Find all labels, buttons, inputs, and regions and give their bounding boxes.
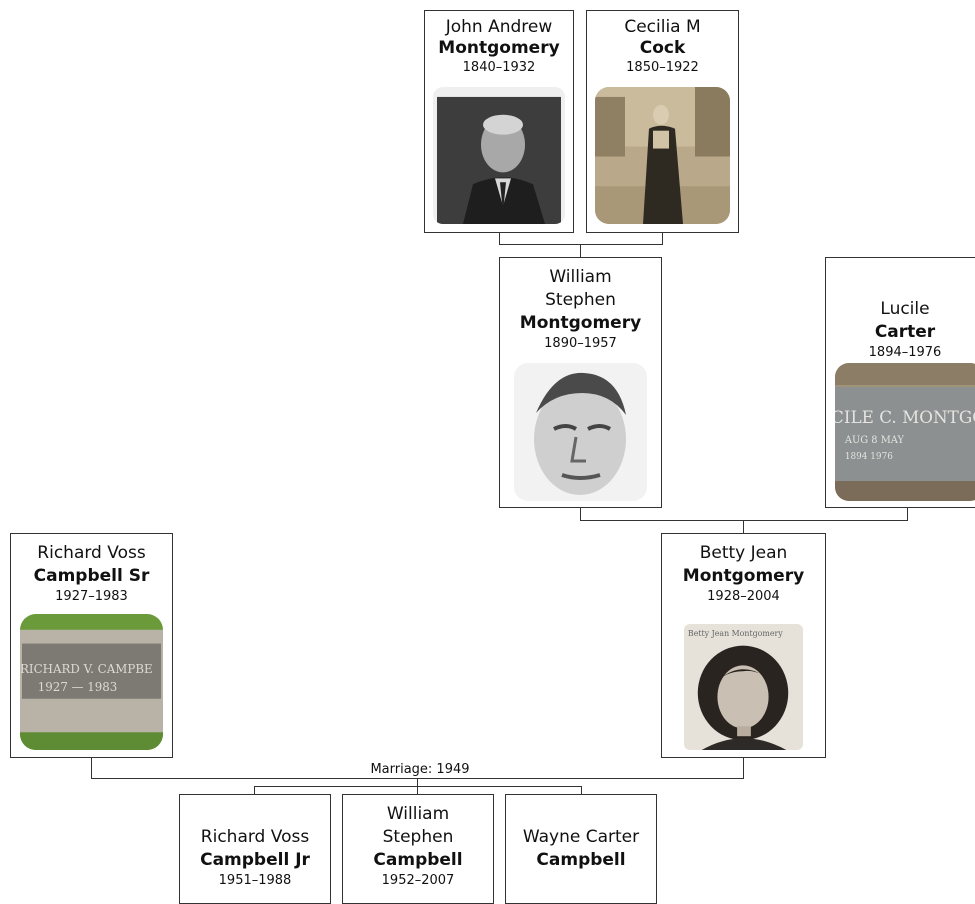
person-card-richard-voss-campbell-jr[interactable]: Richard Voss Campbell Jr 1951–1988 — [179, 794, 331, 904]
person-card-william-stephen-campbell[interactable]: William Stephen Campbell 1952–2007 — [342, 794, 494, 904]
person-card-cecilia-m-cock[interactable]: Cecilia M Cock 1850–1922 — [586, 10, 739, 233]
given-name: Lucile — [880, 299, 930, 319]
surname: Campbell Jr — [200, 850, 310, 870]
portrait-photo — [514, 363, 647, 501]
connector-to-william-sr — [580, 244, 581, 258]
given-name: William Stephen — [545, 267, 616, 310]
given-name: Betty Jean — [699, 543, 788, 563]
person-card-john-andrew-montgomery[interactable]: John Andrew Montgomery 1840–1932 — [424, 10, 574, 233]
life-dates: 1840–1932 — [462, 60, 536, 75]
connector-cecilia-down — [662, 232, 663, 244]
svg-text:CILE C. MONTGOM: CILE C. MONTGOM — [835, 407, 975, 427]
svg-text:1894 1976: 1894 1976 — [845, 452, 893, 462]
connector-child-3 — [581, 786, 582, 795]
person-card-betty-jean-montgomery[interactable]: Betty Jean Montgomery 1928–2004 Betty Je… — [661, 533, 826, 758]
person-card-wayne-carter-campbell[interactable]: Wayne Carter Campbell — [505, 794, 657, 904]
person-card-william-stephen-montgomery[interactable]: William Stephen Montgomery 1890–1957 — [499, 257, 662, 508]
grave-marker-photo: RICHARD V. CAMPBE 1927 — 1983 — [20, 614, 163, 750]
connector-betty-down — [743, 757, 744, 778]
surname: Cock — [639, 38, 686, 58]
connector-lucile-down — [907, 507, 908, 520]
given-name: John Andrew — [445, 17, 553, 37]
person-card-richard-voss-campbell-sr[interactable]: Richard Voss Campbell Sr 1927–1983 RICHA… — [10, 533, 173, 758]
life-dates: 1850–1922 — [626, 60, 699, 75]
life-dates: 1952–2007 — [381, 873, 455, 888]
surname: Carter — [874, 322, 936, 342]
surname: Montgomery — [682, 566, 805, 586]
portrait-photo — [595, 87, 730, 224]
marriage-label: Marriage: 1949 — [370, 762, 470, 777]
given-name: William Stephen — [382, 804, 454, 847]
life-dates: 1951–1988 — [218, 873, 292, 888]
connector-to-betty — [743, 520, 744, 533]
connector-child-1 — [254, 786, 255, 795]
life-dates: 1894–1976 — [868, 345, 942, 360]
svg-text:1927 — 1983: 1927 — 1983 — [38, 680, 118, 694]
connector-john-cecilia — [499, 244, 663, 245]
person-card-lucile-carter[interactable]: Lucile Carter 1894–1976 CILE C. MONTGOM … — [825, 257, 975, 508]
grave-marker-photo: CILE C. MONTGOM AUG 8 MAY 1894 1976 — [835, 363, 975, 501]
connector-richard-sr-down — [91, 757, 92, 778]
surname: Campbell Sr — [33, 566, 150, 586]
connector-william-lucile — [580, 520, 908, 521]
connector-to-children — [417, 778, 418, 786]
svg-text:RICHARD V. CAMPBE: RICHARD V. CAMPBE — [20, 662, 153, 676]
given-name: Cecilia M — [624, 17, 701, 37]
given-name: Richard Voss — [37, 543, 146, 563]
connector-william-down — [580, 507, 581, 520]
svg-text:Betty Jean Montgomery: Betty Jean Montgomery — [688, 629, 783, 638]
portrait-photo — [433, 87, 565, 224]
surname: Montgomery — [519, 313, 642, 333]
surname: Montgomery — [438, 38, 560, 58]
connector-john-down — [499, 232, 500, 244]
life-dates: 1890–1957 — [544, 336, 617, 351]
svg-text:AUG 8 MAY: AUG 8 MAY — [844, 435, 905, 446]
given-name: Richard Voss — [200, 827, 310, 847]
life-dates: 1928–2004 — [707, 589, 780, 604]
surname: Campbell — [536, 850, 626, 870]
surname: Campbell — [373, 850, 463, 870]
portrait-photo: Betty Jean Montgomery — [684, 624, 803, 750]
connector-children — [254, 786, 582, 787]
life-dates: 1927–1983 — [55, 589, 128, 604]
connector-child-2 — [417, 786, 418, 795]
given-name: Wayne Carter — [522, 827, 640, 847]
